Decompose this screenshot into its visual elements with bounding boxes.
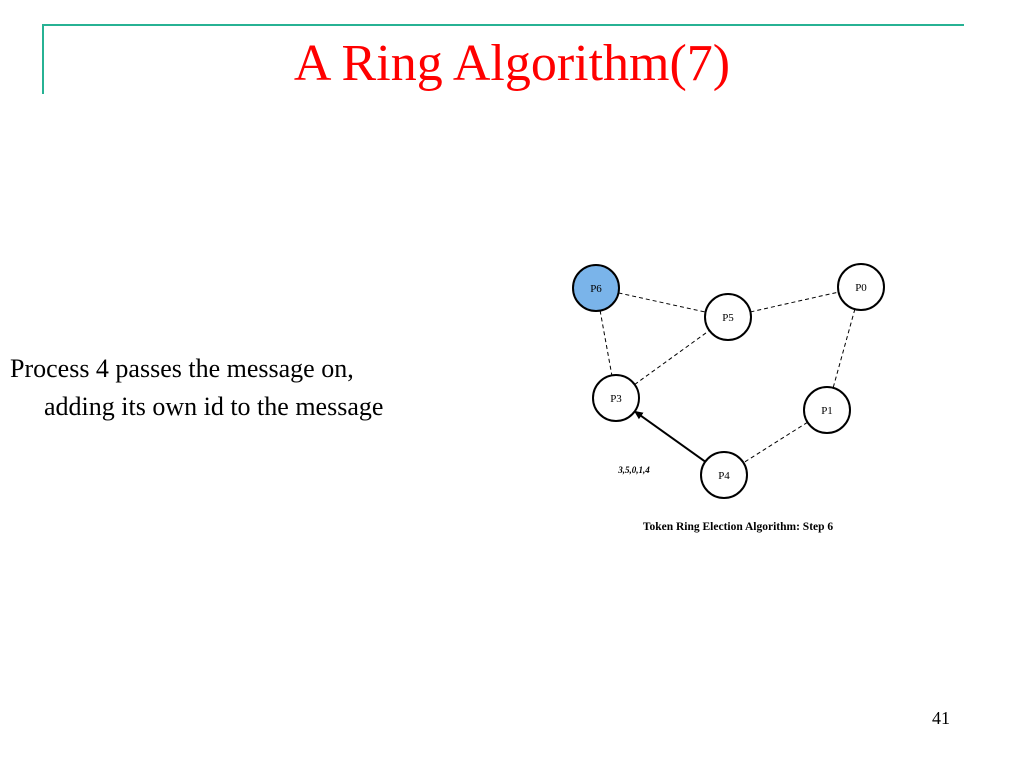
link-p0-p1 [832,309,856,388]
node-label-p4: P4 [718,470,730,482]
node-circle-p0 [837,263,885,311]
node-p5: P5 [704,293,752,341]
node-p1: P1 [803,386,851,434]
node-p4: P4 [700,451,748,499]
diagram-caption: Token Ring Election Algorithm: Step 6 [643,521,834,533]
node-p6: P6 [572,264,620,312]
node-label-p5: P5 [722,312,734,324]
link-p6-p3 [599,310,613,376]
node-label-p3: P3 [610,393,622,405]
node-circle-p6 [572,264,620,312]
link-p5-p0 [750,291,839,313]
node-circle-p3 [592,374,640,422]
node-label-p1: P1 [821,405,833,417]
message-arrow [633,410,706,463]
slide-title: A Ring Algorithm(7) [293,35,731,92]
node-circle-p1 [803,386,851,434]
bullet-line-1: Process 4 passes the message on, [10,354,354,383]
message-label: 3,5,0,1,4 [617,465,650,475]
title-rule-vertical [42,24,44,94]
bullet-text: Process 4 passes the message on, adding … [10,350,530,426]
ring-links [599,291,856,464]
link-p1-p4 [743,421,808,464]
node-p0: P0 [837,263,885,311]
node-circle-p5 [704,293,752,341]
node-label-p0: P0 [855,282,867,294]
message-arrow-group [633,410,706,463]
node-label-p6: P6 [590,283,602,295]
title-rule-horizontal [42,24,964,26]
page-number: 41 [932,708,950,728]
link-p3-p5 [634,330,710,385]
bullet-line-2: adding its own id to the message [44,392,384,421]
node-p3: P3 [592,374,640,422]
link-p6-p5 [618,292,706,313]
node-circle-p4 [700,451,748,499]
